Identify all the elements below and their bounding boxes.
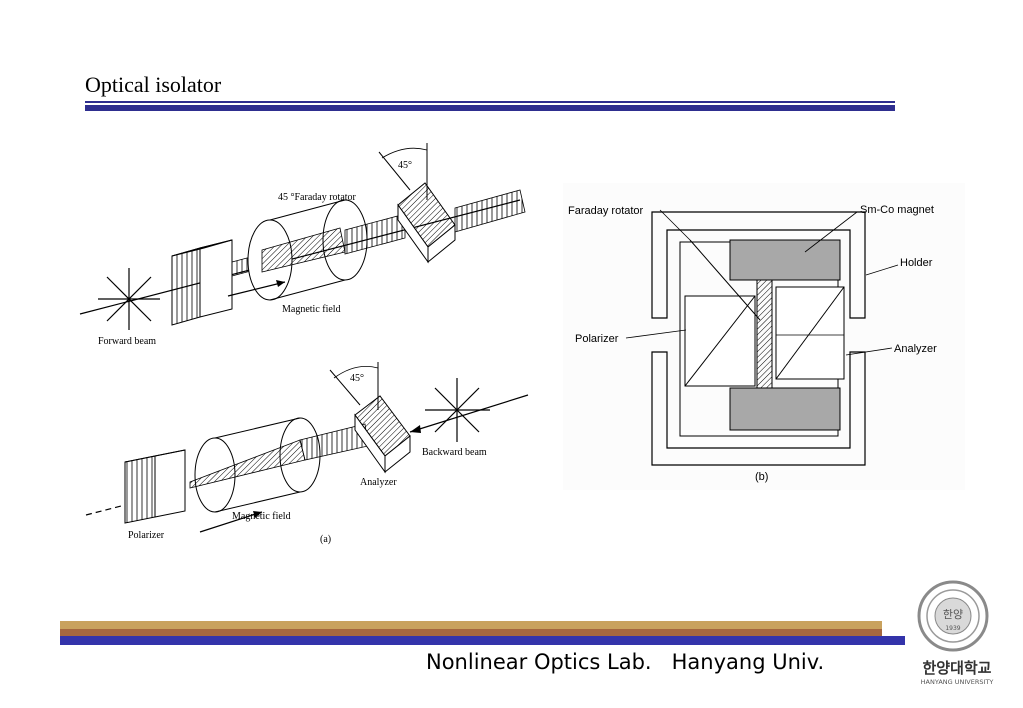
- analyzer-label-a: Analyzer: [360, 477, 397, 488]
- backward-beam-label: Backward beam: [422, 447, 487, 458]
- angle-label-bottom: 45°: [350, 373, 364, 384]
- page-title: Optical isolator: [85, 72, 222, 97]
- polarizer-block-top: [171, 239, 233, 326]
- faraday-rotator-element: [756, 279, 773, 389]
- smco-magnet-label: Sm-Co magnet: [860, 204, 934, 216]
- smco-magnet-top: [729, 239, 841, 281]
- logo-english-name: HANYANG UNIVERSITY: [921, 678, 994, 686]
- backward-beam-axis: [409, 394, 529, 433]
- hanyang-university-logo: 한양 1939 한양대학교 HANYANG UNIVERSITY: [917, 580, 994, 686]
- title-rule-thin: [85, 101, 895, 103]
- magnetic-field-label-bottom: Magnetic field: [232, 511, 291, 522]
- forward-path: 45° 45 °Faraday rotator Magnetic field F…: [79, 143, 526, 347]
- forward-beam-label: Forward beam: [98, 336, 156, 347]
- footer-band-brown: [60, 629, 882, 636]
- forward-beam-polarization-star: [98, 268, 160, 330]
- logo-emblem-text: 한양: [943, 608, 963, 621]
- magnetic-field-arrow-top: [227, 281, 286, 297]
- figure-b: Faraday rotator Sm-Co magnet Holder Pola…: [563, 183, 965, 490]
- polarizer-block-bottom: [124, 449, 186, 524]
- analyzer-block-bottom: [354, 395, 411, 474]
- analyzer-block-top: [397, 182, 456, 264]
- title-rule-thick: [85, 105, 895, 111]
- polarizer-label-a: Polarizer: [128, 530, 165, 541]
- magnetic-field-arrow-bottom: [199, 511, 263, 533]
- angle-label-top: 45°: [398, 160, 412, 171]
- faraday-rotator-label: 45 °Faraday rotator: [278, 192, 357, 203]
- smco-magnet-bottom: [729, 387, 841, 431]
- faraday-rotator-cylinder-bottom: [189, 417, 321, 513]
- footer-band-blue: [60, 636, 905, 645]
- figure-a-caption: (a): [320, 534, 331, 545]
- analyzer-label-b: Analyzer: [894, 343, 937, 355]
- footer-lab-name: Nonlinear Optics Lab. Hanyang Univ.: [426, 650, 825, 674]
- logo-korean-name: 한양대학교: [922, 659, 991, 677]
- footer-band-gold: [60, 621, 882, 629]
- polarizer-label-b: Polarizer: [575, 333, 619, 345]
- faraday-rotator-cylinder: [247, 199, 368, 301]
- backward-path: 45° Backward beam Analyzer Polarizer Mag…: [85, 362, 529, 545]
- dashed-beam: [85, 504, 126, 516]
- holder-label: Holder: [900, 257, 933, 269]
- figure-b-caption: (b): [755, 471, 768, 483]
- logo-year: 1939: [945, 625, 960, 632]
- magnetic-field-label-top: Magnetic field: [282, 304, 341, 315]
- faraday-rotator-label-b: Faraday rotator: [568, 205, 644, 217]
